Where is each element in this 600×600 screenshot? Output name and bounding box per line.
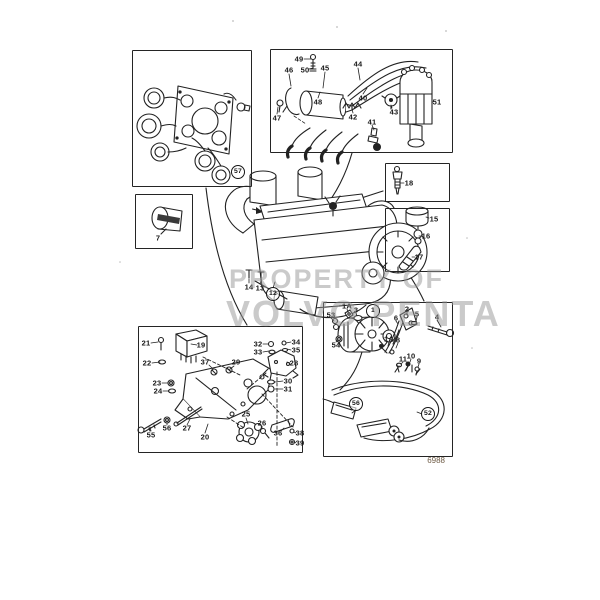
part-callout-11: 11 [398,354,408,364]
part-callout-45: 45 [320,63,330,73]
part-callout-56: 56 [162,423,172,433]
scan-speckles [119,20,473,349]
part-callout-1a: 1A [342,301,352,311]
part-callout-24: 24 [153,386,163,396]
part-callout-26: 26 [257,418,267,428]
part-callout-25: 25 [241,409,251,419]
part-callout-1: 1 [366,304,380,318]
cap-detail-box [135,194,193,249]
bracket-assembly-detail-box [138,326,303,453]
part-callout-5: 5 [414,309,420,319]
part-callout-30: 30 [283,376,293,386]
part-callout-18: 18 [404,178,414,188]
part-callout-57: 57 [231,165,245,179]
part-callout-9: 9 [416,356,422,366]
part-callout-52: 52 [421,407,435,421]
cap-valve-fuse-detail-box [385,208,450,272]
part-callout-28: 28 [289,358,299,368]
part-callout-46: 46 [284,65,294,75]
bracket-assembly-illustration [137,329,299,446]
part-callout-55: 55 [146,430,156,440]
part-callout-32: 32 [253,339,263,349]
alternator-illustration [322,307,455,443]
ignition-system-detail-box [270,49,453,153]
part-callout-38: 38 [295,428,305,438]
part-callout-22: 22 [142,358,152,368]
part-callout-6: 6 [393,313,399,323]
part-callout-14: 14 [244,282,254,292]
part-callout-12: 12 [266,287,280,301]
part-callout-54: 54 [331,340,341,350]
engine-illustration [224,166,428,319]
part-callout-31: 31 [283,384,293,394]
part-callout-34: 34 [291,337,301,347]
dashed-assembly-lines [202,356,294,448]
part-callout-3: 3 [353,305,359,315]
cap-illustration [151,206,183,235]
part-callout-16: 16 [421,231,431,241]
leader-lines [149,58,442,444]
part-callout-27: 27 [182,423,192,433]
ignition-system-illustration [276,53,433,165]
part-callout-44: 44 [353,59,363,69]
part-callout-50: 50 [300,65,310,75]
part-callout-53: 53 [326,310,336,320]
part-callout-37: 37 [200,357,210,367]
part-callout-23: 23 [152,378,162,388]
part-callout-1a: 1A [384,334,394,344]
part-callout-40: 40 [358,93,368,103]
alternator-detail-box [323,302,453,457]
figure-number: 6988 [427,456,445,465]
part-callout-15: 15 [429,214,439,224]
sender-illustration [392,165,403,195]
part-callout-41: 41 [367,117,377,127]
part-callout-48: 48 [313,97,323,107]
part-callout-8: 8 [395,335,401,345]
part-callout-19: 19 [196,340,206,350]
part-callout-10: 10 [406,351,416,361]
part-callout-35: 35 [291,345,301,355]
part-callout-47: 47 [272,113,282,123]
part-callout-56: 56 [349,397,363,411]
cap-valve-fuse-illustration [398,206,429,271]
part-callout-42: 42 [348,112,358,122]
part-callout-29: 29 [231,357,241,367]
instrument-panel-detail-box [132,50,252,187]
part-callout-7: 7 [155,233,161,243]
part-callout-49: 49 [294,54,304,64]
part-callout-4: 4 [434,312,440,322]
part-callout-43: 43 [389,107,399,117]
part-callout-36: 36 [273,428,283,438]
sender-detail-box [385,163,450,202]
part-callout-51: 51 [432,97,442,107]
part-callout-13: 13 [255,283,265,293]
part-callout-33: 33 [253,347,263,357]
part-callout-39: 39 [295,438,305,448]
part-callout-20: 20 [200,432,210,442]
instrument-panel-illustration [136,85,251,185]
part-callout-21: 21 [141,338,151,348]
part-callout-17: 17 [414,252,424,262]
part-callout-2: 2 [404,304,410,314]
